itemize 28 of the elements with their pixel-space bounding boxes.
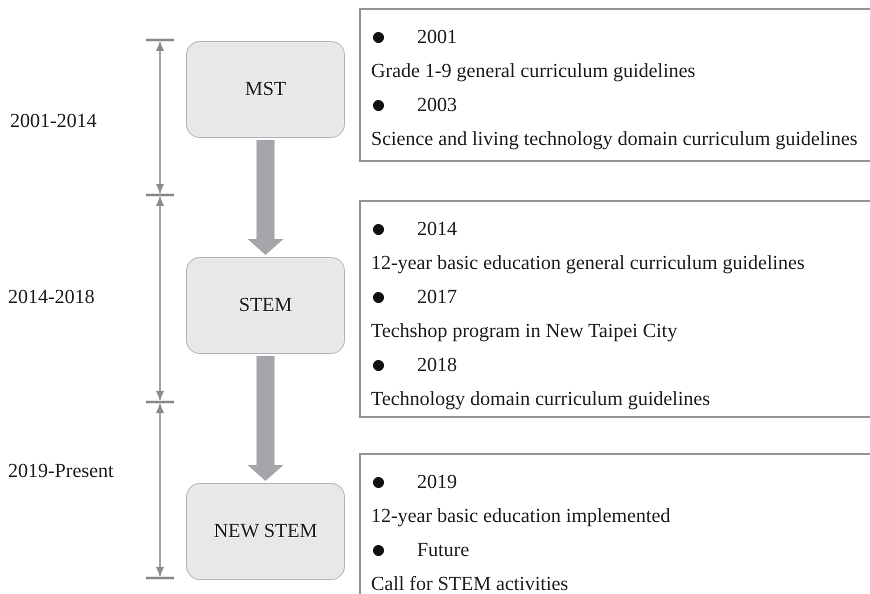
stage-label: NEW STEM	[214, 520, 318, 543]
block-arrow	[248, 140, 284, 255]
milestone-text: Technology domain curriculum guidelines	[371, 388, 710, 410]
stage-label: STEM	[238, 294, 292, 317]
year-label: 2001	[417, 26, 457, 48]
stage-box	[186, 483, 345, 580]
year-label: 2017	[417, 286, 457, 308]
milestone-text: Call for STEM activities	[371, 572, 568, 594]
milestone-text: 12-year basic education implemented	[371, 504, 670, 528]
milestone-text: Science and living technology domain curriculum guidelines	[371, 128, 858, 150]
stage-box	[186, 41, 345, 138]
year-label: 2003	[417, 94, 457, 116]
milestone-text: 12-year basic education general curriculum guidelines	[371, 252, 805, 274]
milestone-text: Grade 1-9 general curriculum guidelines	[371, 60, 696, 82]
milestone-panel	[359, 8, 870, 162]
block-arrow	[248, 356, 284, 481]
milestone-panel	[359, 200, 870, 418]
stage-box	[186, 257, 345, 354]
year-label: 2014	[417, 218, 457, 240]
period-label: 2014-2018	[8, 286, 95, 309]
year-label: 2018	[417, 354, 457, 376]
milestone-text: Techshop program in New Taipei City	[371, 320, 678, 342]
period-label: 2001-2014	[10, 110, 97, 133]
year-label: Future	[417, 538, 470, 562]
year-label: 2019	[417, 470, 457, 494]
stage-label: MST	[244, 78, 286, 101]
milestone-panel	[359, 453, 870, 594]
period-label: 2019-Present	[8, 460, 114, 483]
